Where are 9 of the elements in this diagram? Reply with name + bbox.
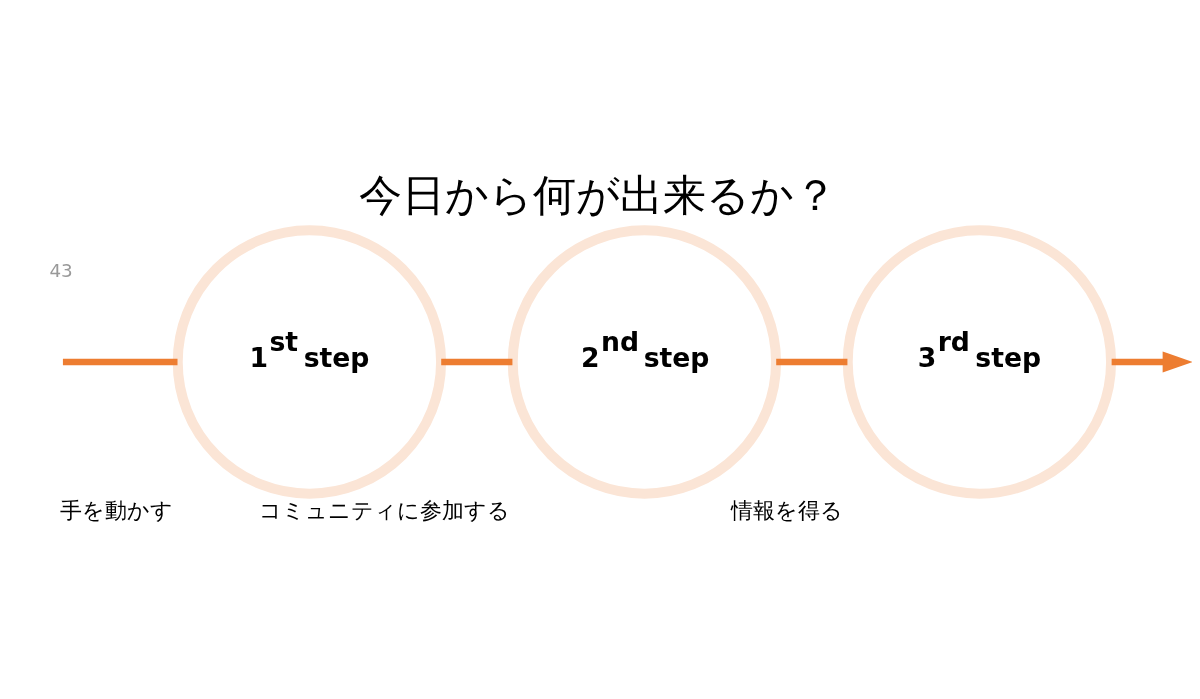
node-label: コミュニティに参加する (259, 497, 511, 523)
arrow (1111, 351, 1192, 373)
diagram-title: 今日から何が出来るか？ (359, 170, 838, 220)
label: 43 (49, 259, 73, 281)
connector (62, 358, 178, 366)
connector (441, 358, 513, 366)
node-label: 情報を得る (731, 497, 844, 523)
connector (776, 358, 848, 366)
node-label: 手を動かす (60, 497, 174, 523)
